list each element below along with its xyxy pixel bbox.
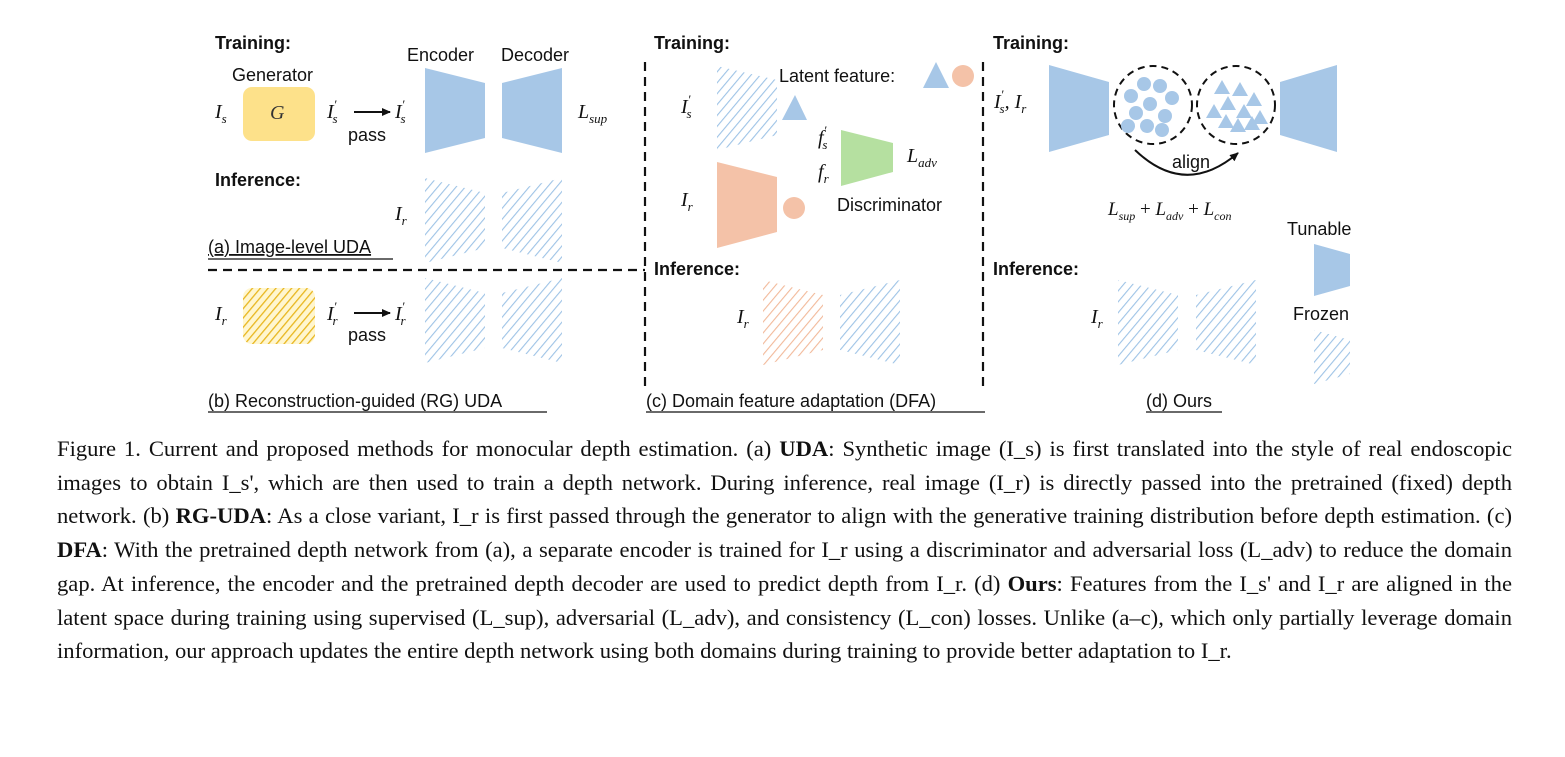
- decoder-inference-d: [1196, 280, 1256, 365]
- loss-total-d: Lsup + Ladv + Lcon: [1107, 199, 1232, 223]
- training-label-c: Training:: [654, 33, 730, 53]
- align-arrow: [1134, 149, 1239, 176]
- decoder-tunable-d: [1280, 65, 1337, 152]
- training-label-a: Training:: [215, 33, 291, 53]
- loss-sup-a: Lsup: [577, 101, 608, 126]
- discriminator-block: [841, 130, 893, 186]
- encoder-frozen-a: [425, 178, 485, 263]
- encoder-target-inference-c: [763, 280, 823, 365]
- caption-intro: Current and proposed methods for monocul…: [148, 436, 772, 461]
- feature-fs-label: f′s: [818, 123, 827, 152]
- caption-uda-text: : Synthetic image (I_s) is first transla…: [57, 436, 1512, 529]
- tunable-legend-icon: [1314, 244, 1350, 296]
- encoder-label: Encoder: [407, 45, 474, 65]
- inference-label-d: Inference:: [993, 259, 1079, 279]
- pass-label-b: pass: [348, 325, 386, 345]
- input-is-prime-a: I′s: [326, 97, 338, 126]
- panel-a-title: (a) Image-level UDA: [208, 237, 371, 257]
- generator-box: [243, 87, 315, 141]
- circle-features-icon: [1121, 77, 1179, 137]
- training-label-d: Training:: [993, 33, 1069, 53]
- inputs-d: I′s, Ir: [993, 87, 1027, 116]
- output-ir-prime-b: I′r: [394, 299, 407, 328]
- panel-d: Training: I′s, Ir align Lsup + Ladv + Lc…: [993, 33, 1351, 413]
- caption-uda-term: UDA: [779, 436, 829, 461]
- generator-label: Generator: [232, 65, 313, 85]
- latent-circle-icon: [952, 65, 974, 87]
- inference-label-a: Inference:: [215, 170, 301, 190]
- panel-b: Ir I′r pass I′r (b) Reconstruction-guide…: [208, 278, 562, 413]
- method-comparison-figure: Training: Generator Encoder Decoder Is G…: [208, 33, 1351, 413]
- caption-rguda-text: : As a close variant, I_r is first passe…: [265, 503, 1512, 529]
- latent-triangle-icon: [923, 62, 949, 88]
- panel-c: Training: Latent feature: I′s f′s fr Lad…: [646, 33, 985, 413]
- panel-b-title: (b) Reconstruction-guided (RG) UDA: [208, 391, 502, 411]
- input-ir-a: Ir: [394, 203, 408, 228]
- inference-input-c: Ir: [736, 306, 750, 331]
- decoder-label: Decoder: [501, 45, 569, 65]
- decoder-solid-a: [502, 68, 562, 153]
- frozen-legend-icon: [1314, 330, 1350, 384]
- pass-label-a: pass: [348, 125, 386, 145]
- caption-rguda-term: RG-UDA: [175, 503, 266, 529]
- frozen-label: Frozen: [1293, 304, 1349, 324]
- latent-feature-label: Latent feature:: [779, 66, 895, 86]
- generator-symbol: G: [270, 102, 285, 124]
- caption-dfa-text: : With the pretrained depth network from…: [57, 537, 1512, 596]
- caption-ours-text: : Features from the I_s' and I_r are ali…: [57, 570, 1512, 664]
- align-label: align: [1172, 152, 1210, 172]
- panel-c-title: (c) Domain feature adaptation (DFA): [646, 391, 936, 411]
- source-feature-triangle-icon: [782, 95, 807, 120]
- input-ir-prime-b: I′r: [326, 299, 339, 328]
- input-is-prime-c: I′s: [680, 92, 692, 121]
- encoder-frozen-c: [717, 66, 777, 150]
- caption-figure-label: Figure 1.: [57, 436, 141, 461]
- encoder-frozen-b: [425, 278, 485, 363]
- caption-ours-term: Ours: [1007, 570, 1057, 596]
- latent-circle-cluster: [1113, 65, 1193, 145]
- encoder-solid-a: [425, 68, 485, 153]
- input-is-a: Is: [214, 101, 227, 126]
- figure-caption: Figure 1. Current and proposed methods f…: [57, 432, 1512, 668]
- caption-dfa-term: DFA: [57, 537, 102, 563]
- encoder-inference-d: [1118, 280, 1178, 365]
- encoder-target-c: [717, 162, 777, 248]
- encoder-tunable-d: [1049, 65, 1109, 152]
- panel-d-title: (d) Ours: [1146, 391, 1212, 411]
- output-is-prime-a: I′s: [394, 97, 406, 126]
- input-ir-b: Ir: [214, 303, 228, 328]
- latent-triangle-cluster: [1196, 65, 1276, 145]
- panel-a: Training: Generator Encoder Decoder Is G…: [208, 33, 608, 263]
- decoder-frozen-a: [502, 178, 562, 263]
- discriminator-label: Discriminator: [837, 195, 942, 215]
- decoder-frozen-c: [840, 280, 900, 365]
- generator-box-b: [243, 288, 315, 344]
- target-feature-circle-icon: [783, 197, 805, 219]
- feature-fr-label: fr: [818, 161, 830, 186]
- triangle-features-icon: [1206, 80, 1268, 132]
- inference-label-c: Inference:: [654, 259, 740, 279]
- tunable-label: Tunable: [1287, 219, 1351, 239]
- loss-adv-c: Ladv: [906, 145, 937, 170]
- decoder-frozen-b: [502, 278, 562, 363]
- inference-input-d: Ir: [1090, 306, 1104, 331]
- input-ir-c: Ir: [680, 189, 694, 214]
